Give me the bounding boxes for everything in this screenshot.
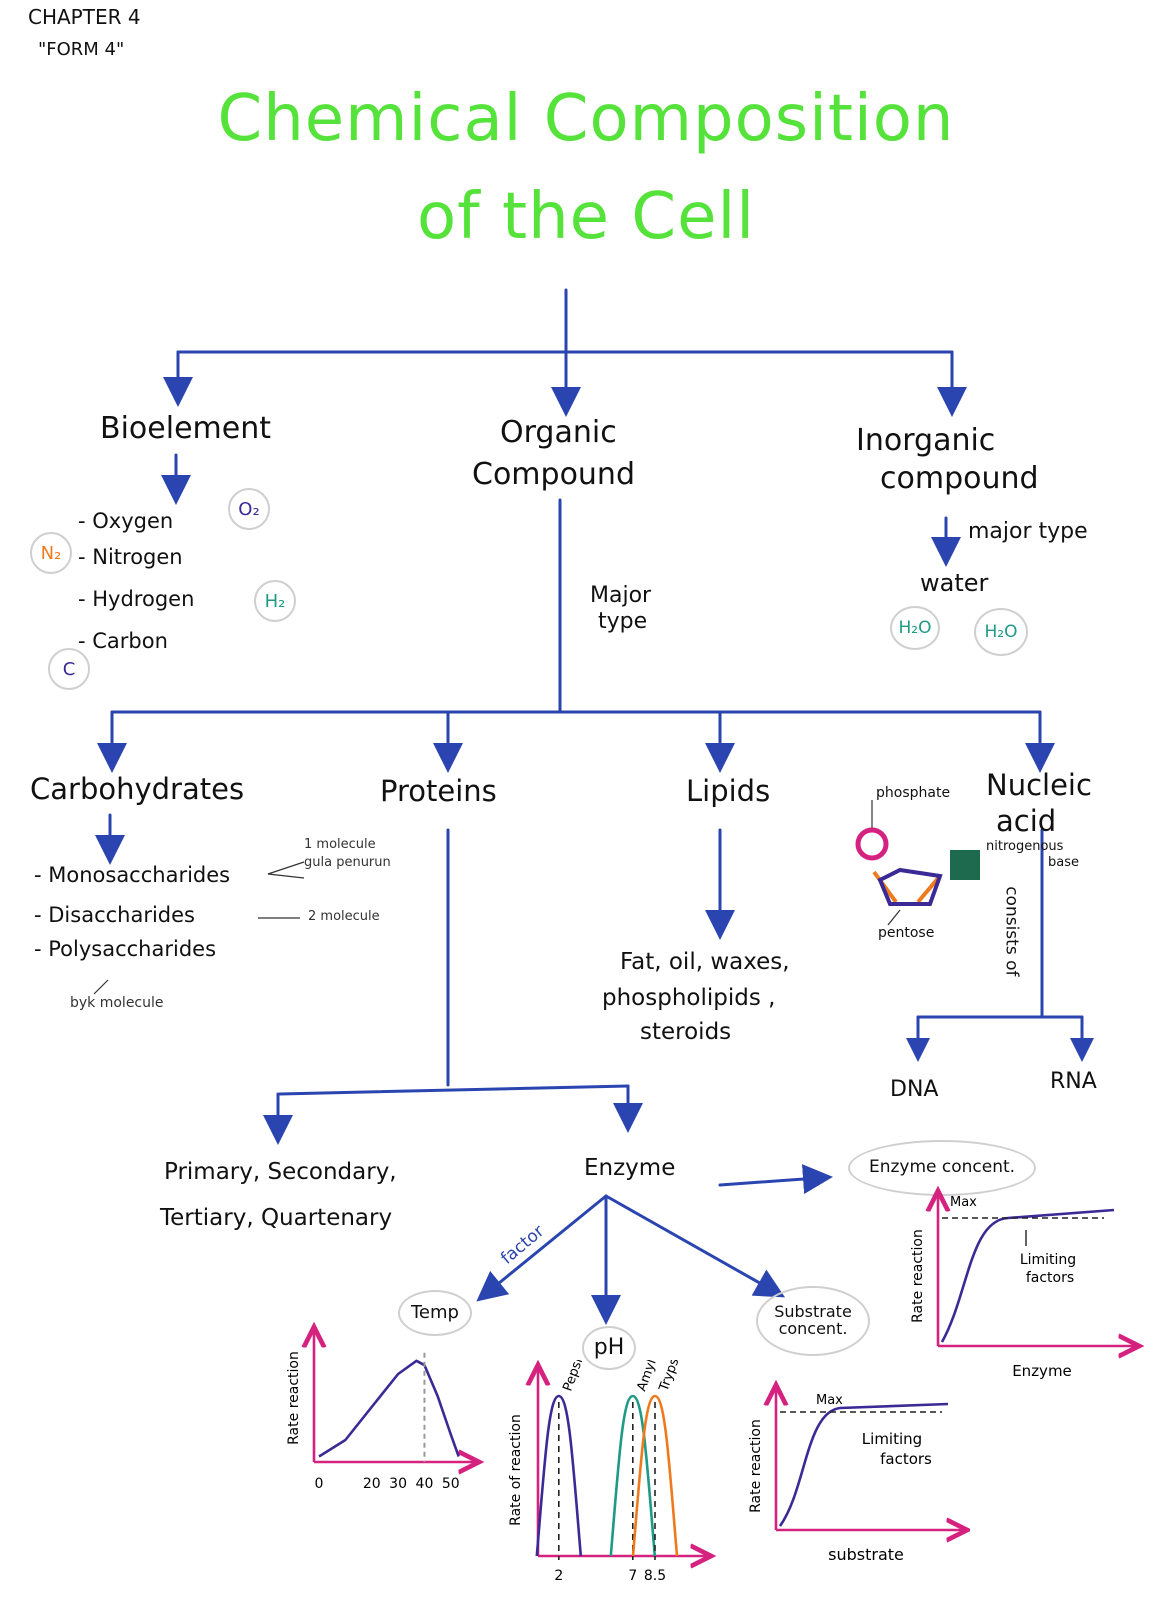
ph-curve-trypsin (631, 1394, 679, 1557)
temp-curve (318, 1359, 460, 1458)
nucleotide-icon (855, 800, 980, 926)
substrate-y-label: Rate reaction (748, 1419, 764, 1513)
ph-y-label: Rate of reaction (508, 1414, 524, 1526)
consists-of-label: consists of (1001, 886, 1022, 977)
temp-chart: Rate reaction 0 20 30 40 50 (286, 1320, 488, 1492)
note-tick-poly (93, 979, 109, 995)
protein-structure-1: Primary, Secondary, (164, 1159, 397, 1185)
substrate-curve (778, 1402, 949, 1527)
h2-badge: H₂ (254, 580, 296, 622)
carb-item-poly: - Polysaccharides (34, 937, 217, 961)
carb-item-di: - Disaccharides (34, 903, 195, 927)
note-mono-2: gula penurun (304, 855, 391, 870)
inorganic-heading-1: Inorganic (856, 423, 996, 458)
lipid-items-2: phospholipids , (602, 985, 776, 1011)
carb-item-mono: - Monosaccharides (34, 863, 231, 887)
bio-item-carbon: - Carbon (78, 629, 168, 653)
substrate-oval-line-2: concent. (778, 1319, 848, 1338)
phosphate-label: phosphate (876, 785, 951, 801)
page-title-line-1: Chemical Composition (217, 82, 955, 156)
ph-series-label-pepsin: Pepsin (560, 1360, 589, 1393)
page-title-line-2: of the Cell (416, 180, 756, 254)
ph-chart: Rate of reactionPepsin2Amylase7Trypsin8.… (508, 1360, 720, 1584)
enzyme-curve (940, 1208, 1115, 1343)
inorganic-heading-2: compound (880, 461, 1039, 496)
n2-badge: N₂ (30, 532, 72, 574)
temp-x-tick: 30 (389, 1476, 407, 1492)
enzyme-heading: Enzyme (584, 1155, 676, 1181)
substrate-limiting-label-2: factors (880, 1450, 932, 1468)
temp-x-tick: 0 (315, 1476, 324, 1492)
nitrogenous-label-1: nitrogenous (986, 839, 1064, 854)
bio-item-hydrogen: - Hydrogen (78, 587, 195, 611)
enzyme-x-label: Enzyme (1012, 1362, 1072, 1380)
arrow-enzyme-concent (718, 1164, 833, 1195)
carbohydrates-heading: Carbohydrates (30, 772, 245, 806)
h2o-badge-1: H₂O (890, 606, 940, 650)
arrow-substrate (604, 1194, 786, 1298)
temp-y-label: Rate reaction (286, 1351, 302, 1445)
chapter-label: CHAPTER 4 (28, 5, 141, 29)
enzyme-max-label: Max (950, 1195, 977, 1210)
organic-heading-1: Organic (500, 415, 617, 450)
organic-major-type-1: Major (590, 583, 652, 608)
arrow-temp (476, 1194, 608, 1302)
pentose-label: pentose (878, 925, 935, 941)
temp-x-tick: 40 (416, 1476, 434, 1492)
h2o-badge-2: H₂O (974, 608, 1028, 656)
note-tick-mono (267, 861, 305, 879)
lipid-items-3: steroids (640, 1019, 732, 1045)
inorganic-major-type: major type (968, 519, 1088, 544)
ph-curve-amylase (609, 1394, 657, 1557)
protein-branch-line (278, 1084, 630, 1096)
water-label: water (920, 569, 989, 597)
o2-badge: O₂ (228, 488, 270, 530)
bio-item-nitrogen: - Nitrogen (78, 545, 183, 569)
lipid-items-1: Fat, oil, waxes, (620, 949, 790, 975)
temp-x-tick: 20 (363, 1476, 381, 1492)
protein-structure-2: Tertiary, Quartenary (160, 1205, 393, 1231)
substrate-x-label: substrate (828, 1545, 904, 1564)
nucleic-heading-2: acid (996, 804, 1057, 838)
substrate-oval: Substrate concent. (756, 1286, 870, 1356)
proteins-heading: Proteins (380, 774, 497, 808)
temp-x-tick: 50 (442, 1476, 460, 1492)
note-mono-1: 1 molecule (304, 837, 376, 852)
enzyme-limiting-label-2: factors (1026, 1270, 1074, 1286)
organic-heading-2: Compound (472, 457, 635, 492)
dna-label: DNA (890, 1077, 939, 1102)
ph-x-tick: 2 (554, 1568, 563, 1584)
organic-major-type-2: type (598, 609, 648, 634)
ph-x-tick: 7 (628, 1568, 637, 1584)
note-poly: byk molecule (70, 995, 164, 1011)
temp-oval: Temp (398, 1290, 472, 1336)
ph-x-tick: 8.5 (644, 1568, 666, 1584)
substrate-oval-line-1: Substrate (774, 1302, 852, 1322)
nitrogenous-label-2: base (1048, 855, 1079, 870)
ph-curve-pepsin (535, 1394, 583, 1557)
bio-item-oxygen: - Oxygen (78, 509, 174, 533)
c-badge: C (48, 648, 90, 690)
ph-oval: pH (582, 1326, 636, 1370)
enzyme-limiting-label-1: Limiting (1020, 1252, 1076, 1268)
bioelement-heading: Bioelement (100, 411, 271, 446)
enzyme-y-label: Rate reaction (910, 1229, 926, 1323)
substrate-limiting-label-1: Limiting (862, 1430, 922, 1448)
rna-label: RNA (1050, 1069, 1097, 1094)
substrate-max-label: Max (816, 1393, 843, 1408)
lipids-heading: Lipids (686, 774, 771, 808)
ph-series-label-trypsin: Trypsin (656, 1360, 686, 1394)
form-label: "FORM 4" (38, 39, 125, 60)
note-di: 2 molecule (308, 909, 380, 924)
nucleic-heading-1: Nucleic (986, 768, 1092, 802)
